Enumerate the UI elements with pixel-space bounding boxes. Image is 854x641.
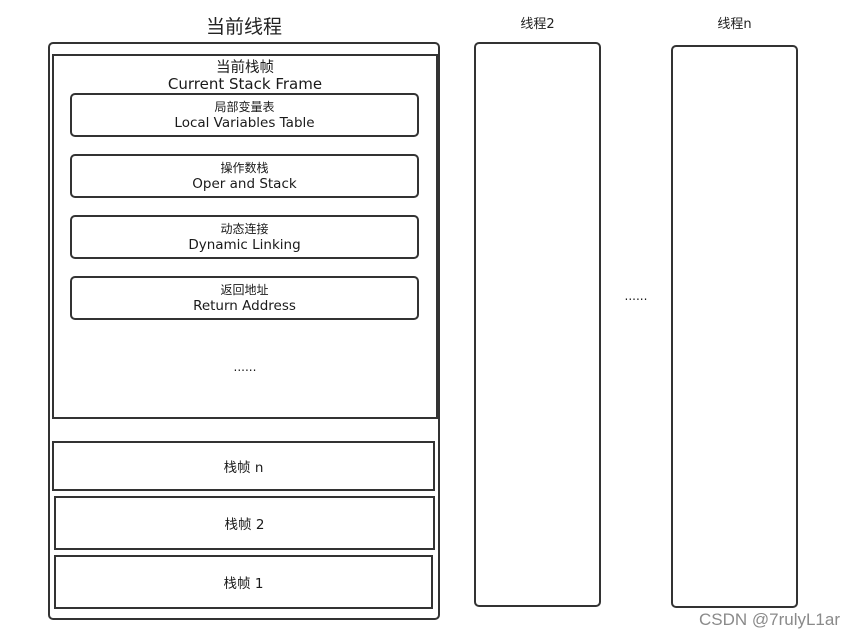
return-address-label-cn: 返回地址 [220,282,269,297]
dynamic-linking-label-cn: 动态连接 [220,221,269,236]
local-variables-table-label-en: Local Variables Table [174,114,315,131]
thread-n-title: 线程n [717,17,752,32]
stack-frame-n: 栈帧 n [52,441,435,491]
operand-stack-box: 操作数栈 Oper and Stack [70,154,419,198]
threads-ellipsis: ...... [624,289,648,303]
current-stack-frame-title-cn: 当前栈帧 [216,60,274,76]
stack-frame-2: 栈帧 2 [54,496,435,550]
stack-frame-1-label: 栈帧 1 [223,576,264,592]
operand-stack-label-en: Oper and Stack [192,175,297,192]
current-stack-frame-title-en: Current Stack Frame [167,75,323,93]
stack-frame-1: 栈帧 1 [54,555,433,609]
dynamic-linking-label-en: Dynamic Linking [188,236,301,253]
watermark: CSDN @7rulyL1ar [698,610,840,629]
thread-2-box [474,42,601,607]
stack-frame-n-label: 栈帧 n [223,460,264,476]
thread-2-title: 线程2 [520,17,555,32]
local-variables-table-box: 局部变量表 Local Variables Table [70,93,419,137]
operand-stack-label-cn: 操作数栈 [220,160,269,175]
frame-items-ellipsis: ...... [233,360,257,374]
current-thread-title: 当前线程 [205,16,282,38]
stack-frame-2-label: 栈帧 2 [224,517,265,533]
thread-n-box [671,45,798,608]
local-variables-table-label-cn: 局部变量表 [214,99,275,114]
return-address-box: 返回地址 Return Address [70,276,419,320]
dynamic-linking-box: 动态连接 Dynamic Linking [70,215,419,259]
return-address-label-en: Return Address [193,297,296,314]
